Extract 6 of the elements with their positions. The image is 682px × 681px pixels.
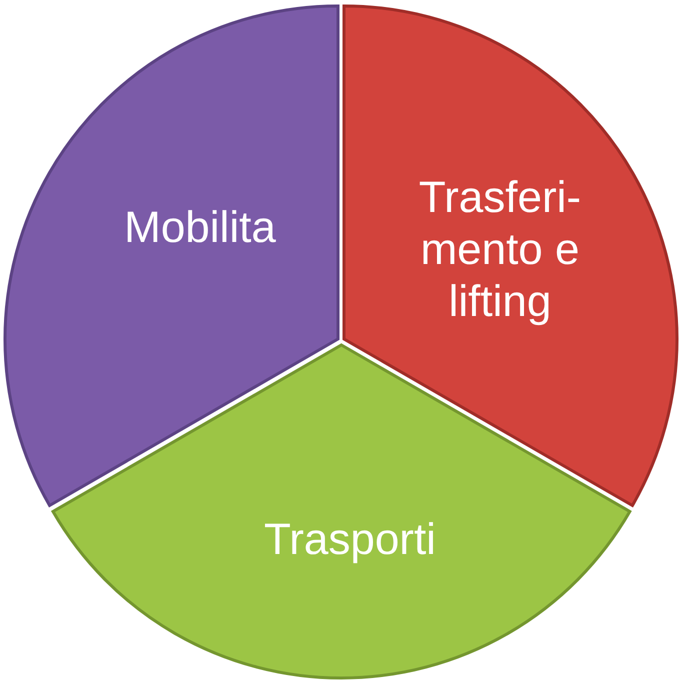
- segment-label: Trasporti: [263, 514, 437, 566]
- pie-segment: [4, 6, 338, 506]
- segment-label: Trasferi- mento e lifting: [418, 172, 582, 328]
- pie-segment: [344, 6, 678, 506]
- pie-segment: [52, 345, 630, 678]
- segment-label: Mobilita: [123, 202, 277, 254]
